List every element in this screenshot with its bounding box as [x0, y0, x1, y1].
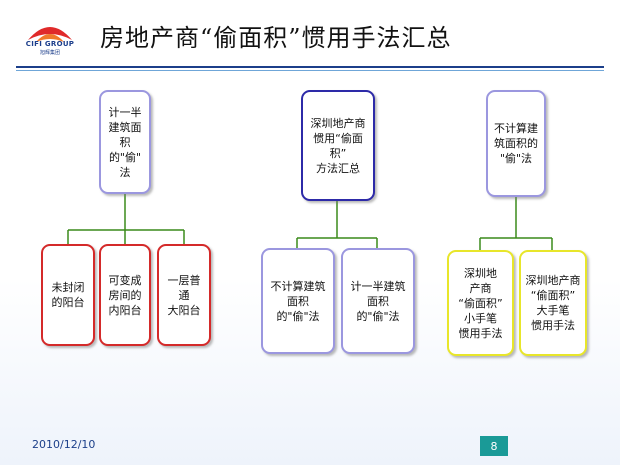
title-rule-light — [16, 70, 604, 71]
diagram-2-child-label-2: 计一半建筑 面积的"偷"法 — [350, 279, 406, 323]
diagram-1-child-box-2: 可变成 房间的 内阳台 — [99, 244, 151, 346]
diagram-3-child-label-2: 深圳地产商 “偷面积” 大手笔 惯用手法 — [525, 274, 581, 332]
diagram-3-child-box-2: 深圳地产商 “偷面积” 大手笔 惯用手法 — [519, 250, 587, 356]
diagram-1-root-label: 计一半 建筑面 积的"偷" 法 — [108, 105, 142, 179]
diagram-1-child-box-1: 未封闭 的阳台 — [41, 244, 95, 346]
title-rule — [16, 66, 604, 68]
diagram-3-child-box-1: 深圳地 产商 “偷面积” 小手笔 惯用手法 — [447, 250, 514, 356]
diagram-2-child-label-1: 不计算建筑 面积的"偷"法 — [270, 279, 326, 323]
diagram-3-root-label: 不计算建 筑面积的 "偷"法 — [494, 122, 538, 165]
page-number: 8 — [490, 439, 498, 453]
diagram-1-child-label-1: 未封闭 的阳台 — [51, 281, 85, 309]
logo-brand-text: CIFI GROUP — [25, 40, 75, 48]
footer-date: 2010/12/10 — [32, 438, 96, 451]
diagram-3-root-box: 不计算建 筑面积的 "偷"法 — [486, 90, 546, 197]
slide-title: 房地产商“偷面积”惯用手法汇总 — [100, 24, 452, 52]
diagram-2-root-box: 深圳地产商 惯用“偷面积” 方法汇总 — [301, 90, 375, 201]
diagram-3-child-label-1: 深圳地 产商 “偷面积” 小手笔 惯用手法 — [458, 266, 503, 340]
diagram-1-child-box-3: 一层普通 大阳台 — [157, 244, 211, 346]
diagram-2-child-box-2: 计一半建筑 面积的"偷"法 — [341, 248, 415, 354]
mountain-logo-icon — [28, 27, 72, 42]
diagram-2-root-label: 深圳地产商 惯用“偷面积” 方法汇总 — [310, 116, 366, 175]
page-number-badge: 8 — [480, 436, 508, 456]
diagram-1-child-label-3: 一层普通 大阳台 — [167, 273, 201, 317]
diagram-2-child-box-1: 不计算建筑 面积的"偷"法 — [261, 248, 335, 354]
diagram-1-root-box: 计一半 建筑面 积的"偷" 法 — [99, 90, 151, 194]
logo-sub-text: 旭辉集团 — [39, 50, 60, 56]
diagram-1-child-label-2: 可变成 房间的 内阳台 — [108, 273, 142, 317]
